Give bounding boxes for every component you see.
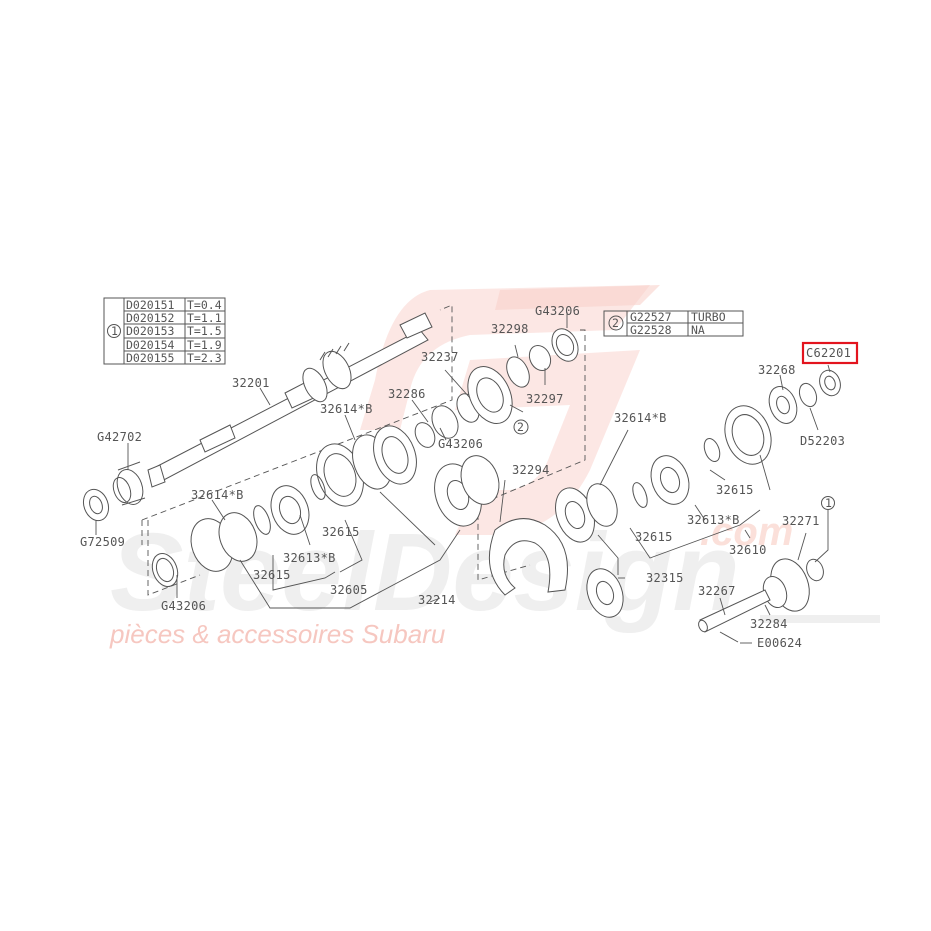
center-dashed-outline — [477, 329, 586, 581]
label-32298[interactable]: 32298 — [491, 322, 529, 336]
table1-row3-part: D020153 — [126, 324, 175, 338]
bearing-variant-table: 2 G22527 TURBO G22528 NA — [603, 310, 744, 337]
label-32610[interactable]: 32610 — [729, 543, 767, 557]
label-32615-c[interactable]: 32615 — [716, 483, 754, 497]
part-32294-cover-plate[interactable] — [488, 518, 568, 596]
highlight-box — [801, 341, 859, 365]
part-c62201-nut[interactable] — [816, 367, 844, 398]
label-32614b-left[interactable]: 32614*B — [191, 488, 244, 502]
part-right-synchro-assembly[interactable] — [549, 399, 779, 547]
label-32214[interactable]: 32214 — [418, 593, 456, 607]
watermark-underline — [760, 615, 880, 623]
table1-row1-part: D020151 — [126, 298, 175, 312]
table1-row4-spec: T=1.9 — [187, 338, 222, 352]
label-32286[interactable]: 32286 — [388, 387, 426, 401]
part-g72509-oil-seal[interactable] — [79, 486, 112, 524]
label-g72509[interactable]: G72509 — [80, 535, 125, 549]
label-32613b-left[interactable]: 32613*B — [283, 551, 336, 565]
label-c62201[interactable]: C62201 — [806, 346, 851, 360]
table1-row5-part: D020155 — [126, 351, 174, 365]
svg-text:2: 2 — [517, 420, 524, 434]
label-g43206-center[interactable]: G43206 — [438, 437, 483, 451]
table1-marker: 1 — [111, 324, 118, 338]
part-e00624-pin[interactable] — [719, 631, 739, 643]
circled-marker-2: 2 — [513, 419, 529, 435]
label-32614b-center[interactable]: 32614*B — [320, 402, 373, 416]
part-center-gear[interactable] — [426, 450, 505, 532]
table2-row2-spec: NA — [691, 323, 705, 337]
label-32268[interactable]: 32268 — [758, 363, 796, 377]
label-32615-d[interactable]: 32615 — [635, 530, 673, 544]
label-d52203[interactable]: D52203 — [800, 434, 845, 448]
part-left-gear-assembly[interactable] — [148, 480, 316, 590]
label-32615-b[interactable]: 32615 — [253, 568, 291, 582]
label-32294[interactable]: 32294 — [512, 463, 550, 477]
shim-thickness-table: 1 D020151 T=0.4 D020152 T=1.1 D020153 T=… — [103, 297, 226, 365]
part-32201-mainshaft[interactable] — [147, 312, 433, 488]
table1-row1-spec: T=0.4 — [187, 298, 222, 312]
part-d52203-snap-ring[interactable] — [796, 381, 819, 409]
label-g43206-bottom-left[interactable]: G43206 — [161, 599, 206, 613]
label-e00624[interactable]: E00624 — [757, 636, 802, 650]
label-32614b-right[interactable]: 32614*B — [614, 411, 667, 425]
leader-lines — [95, 312, 831, 644]
left-gear-dashed-outline — [147, 520, 201, 596]
label-32297[interactable]: 32297 — [526, 392, 564, 406]
label-32284[interactable]: 32284 — [750, 617, 788, 631]
table2-row1-part: G22527 — [630, 310, 672, 324]
table1-row5-spec: T=2.3 — [187, 351, 222, 365]
watermark-logo-shape — [360, 285, 650, 535]
table1-row4-part: D020154 — [126, 338, 175, 352]
table2-row1-spec: TURBO — [691, 310, 726, 324]
label-32315[interactable]: 32315 — [646, 571, 684, 585]
label-32605[interactable]: 32605 — [330, 583, 368, 597]
part-labels: 32201 G42702 G72509 32614*B G43206 32614… — [80, 304, 845, 650]
part-g42702-bearing[interactable] — [110, 461, 147, 508]
part-32268-thrust-washer[interactable] — [764, 383, 801, 428]
part-32315-gear[interactable] — [580, 564, 629, 623]
label-g42702[interactable]: G42702 — [97, 430, 142, 444]
svg-text:1: 1 — [825, 496, 832, 510]
circled-marker-1: 1 — [821, 496, 835, 510]
highlighted-part-c62201[interactable]: C62201 — [801, 341, 859, 365]
watermark-tagline: pièces & accessoires Subaru — [109, 619, 445, 649]
table2-marker: 2 — [612, 316, 619, 330]
table1-row3-spec: T=1.5 — [187, 324, 222, 338]
part-32267-idler-shaft[interactable] — [697, 589, 771, 633]
table2-row2-part: G22528 — [630, 323, 672, 337]
label-32267[interactable]: 32267 — [698, 584, 736, 598]
mainshaft-dashed-outline — [141, 304, 453, 545]
table1-row2-part: D020152 — [126, 311, 174, 325]
part-32271-reverse-idler-gear[interactable] — [759, 553, 826, 616]
label-32271[interactable]: 32271 — [782, 514, 820, 528]
part-center-bearing-stack[interactable] — [411, 325, 583, 451]
label-32237[interactable]: 32237 — [421, 350, 459, 364]
label-32613b-right[interactable]: 32613*B — [687, 513, 740, 527]
part-center-synchro-assembly[interactable] — [308, 420, 424, 513]
label-32201[interactable]: 32201 — [232, 376, 270, 390]
table1-row2-spec: T=1.1 — [187, 311, 222, 325]
label-g43206-top[interactable]: G43206 — [535, 304, 580, 318]
label-32615-a[interactable]: 32615 — [322, 525, 360, 539]
